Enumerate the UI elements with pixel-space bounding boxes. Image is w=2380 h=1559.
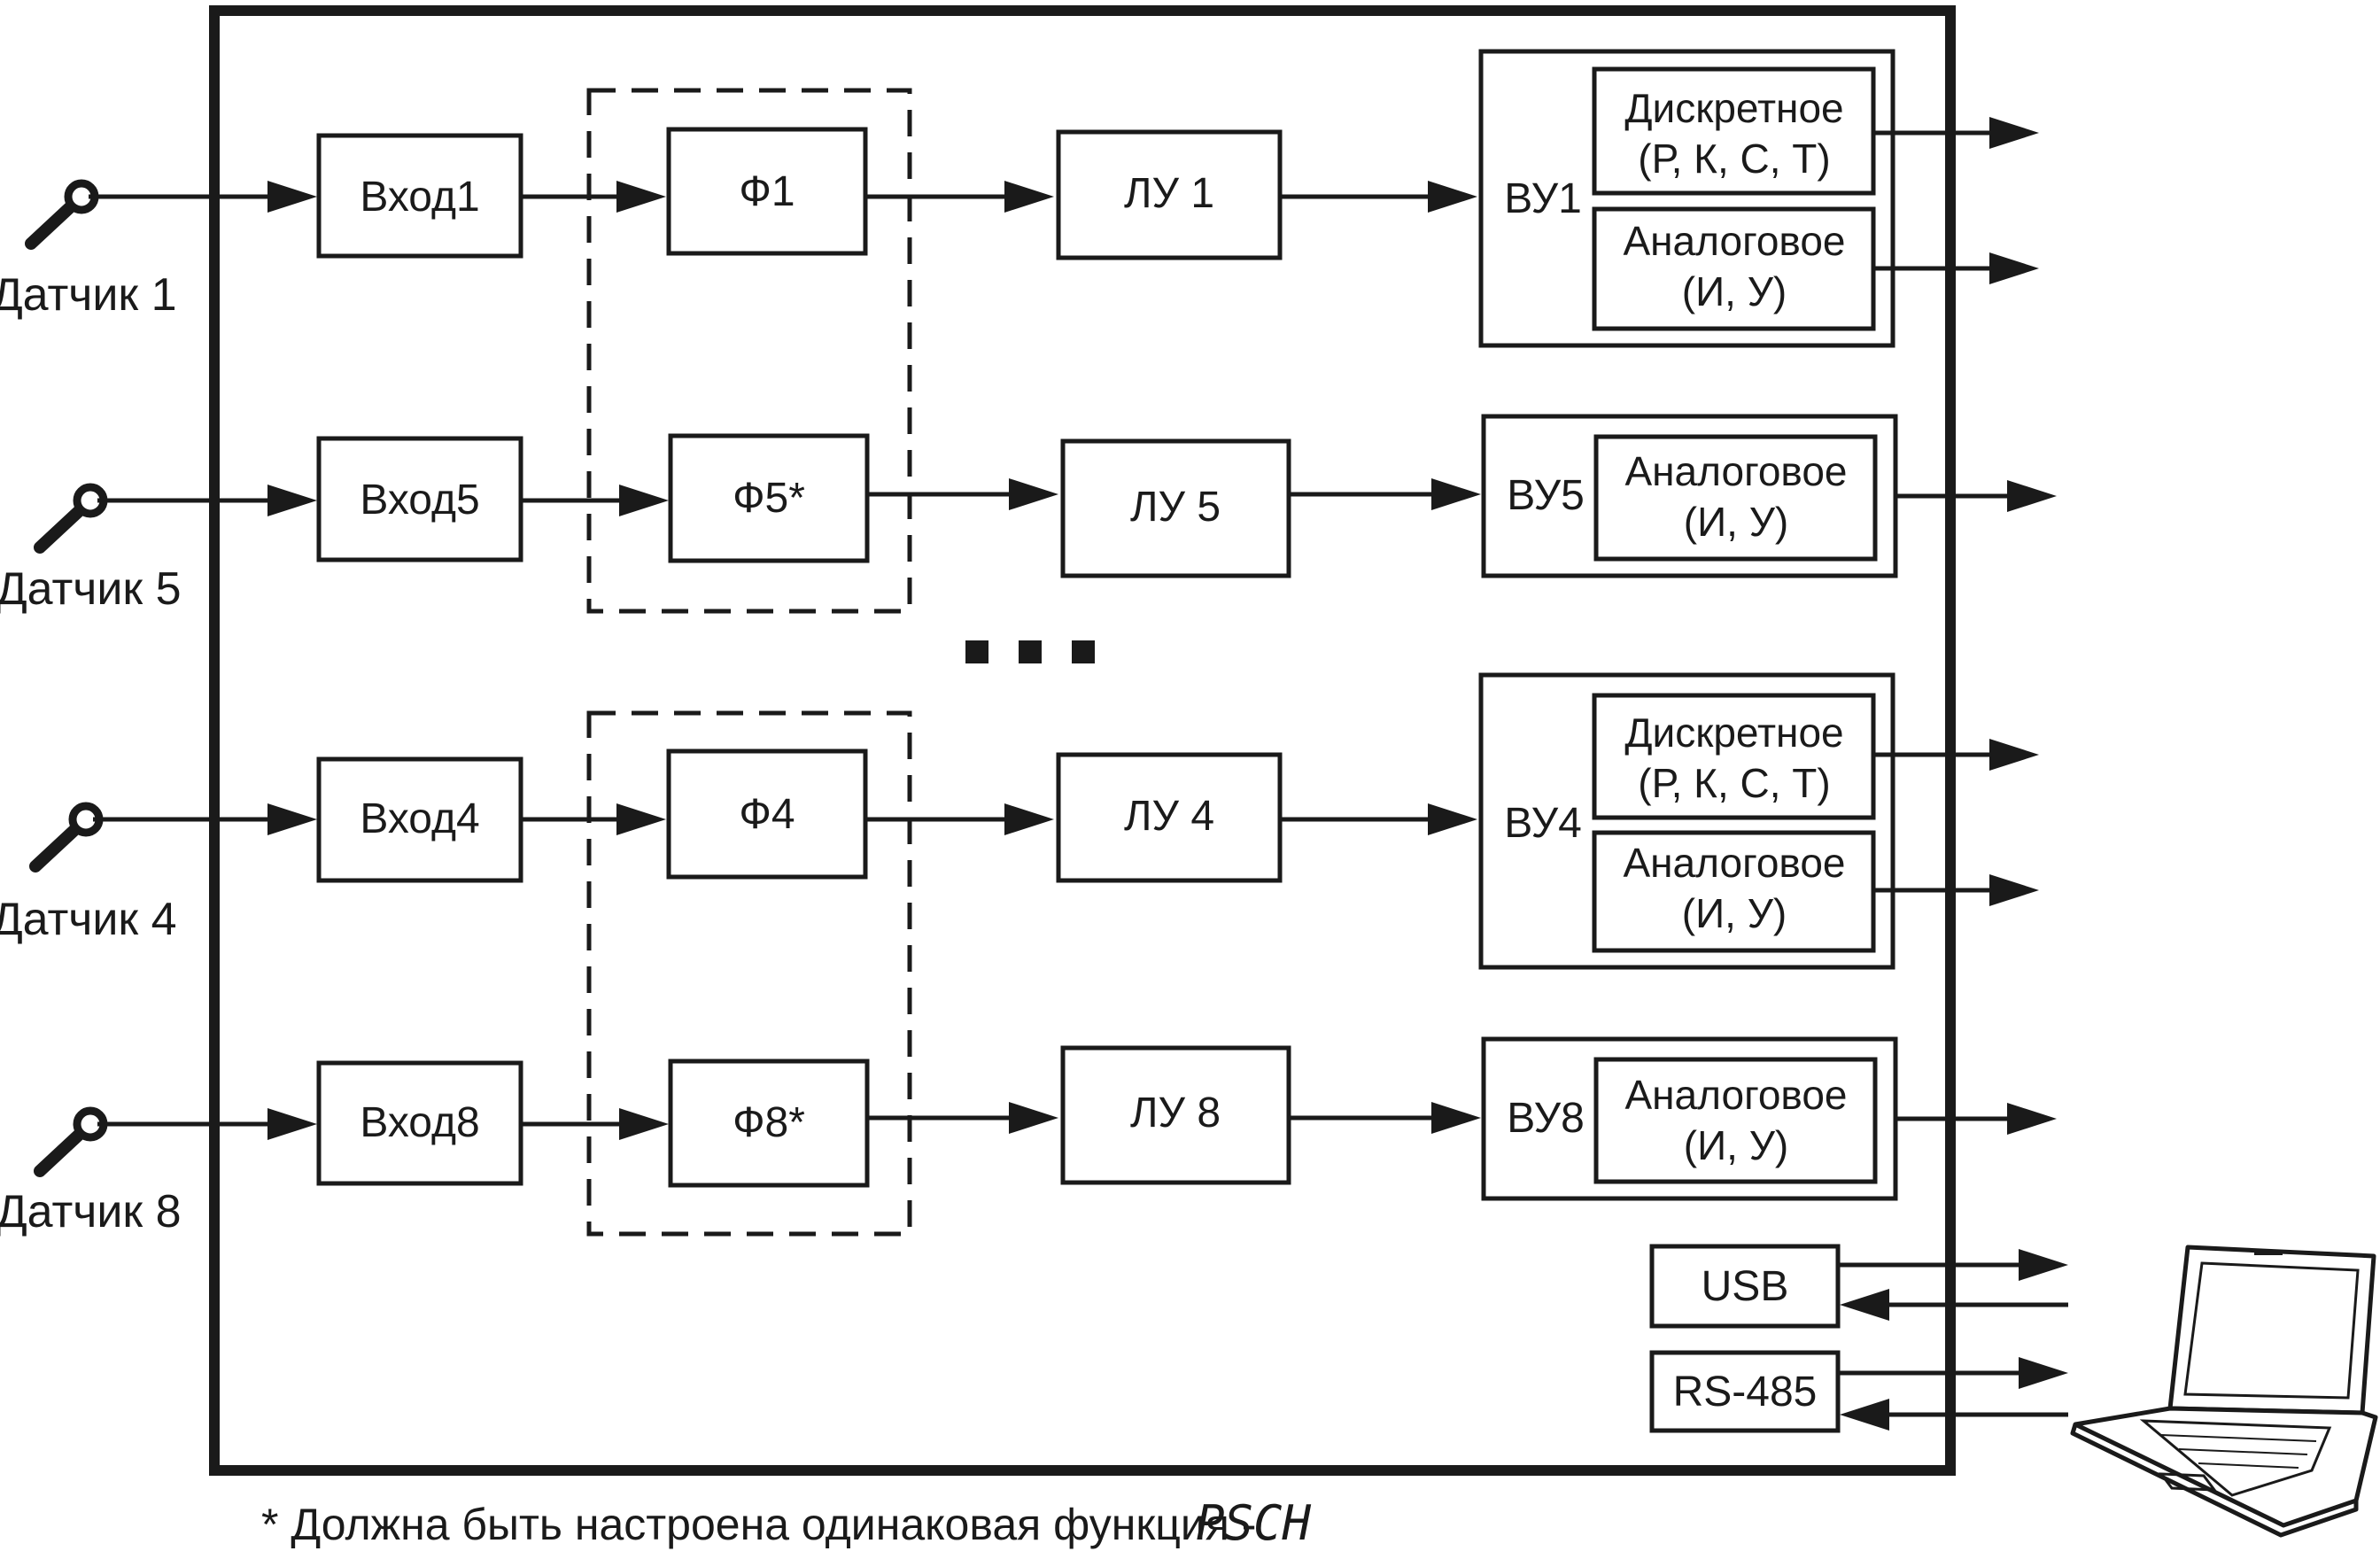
sensor-label: Датчик 5	[0, 563, 182, 615]
rs485-label: RS-485	[1673, 1369, 1818, 1416]
filter-label: Ф5*	[733, 475, 805, 522]
logic-label: ЛУ 1	[1124, 170, 1214, 217]
usb-interface: USB	[1649, 1244, 2068, 1329]
rs485-interface: RS-485	[1649, 1350, 2068, 1433]
filter-block	[668, 433, 870, 563]
input-label: Вход4	[360, 795, 479, 842]
input-block	[316, 756, 523, 883]
output-device-label: ВУ1	[1504, 175, 1582, 222]
input-label: Вход5	[360, 477, 479, 524]
output-device-label: ВУ8	[1507, 1095, 1585, 1142]
filter-block	[668, 1059, 870, 1188]
channel-row-1: Датчик 1 Вход1 Ф1 ЛУ 1 ВУ1 Дискретное (Р…	[0, 49, 2039, 348]
logic-block	[1056, 752, 1283, 883]
rs485-block	[1649, 1350, 1841, 1433]
input-label: Вход8	[360, 1099, 479, 1146]
logic-block	[1056, 129, 1283, 260]
usb-label: USB	[1702, 1263, 1789, 1310]
input-block	[316, 1060, 523, 1186]
ellipsis-more-channels	[965, 640, 1095, 663]
analog-output-block	[1593, 1057, 1878, 1184]
input-block	[316, 133, 523, 259]
analog-output-types: (И, У)	[1682, 890, 1787, 936]
channel-row-8: Датчик 8 Вход8 Ф8* ЛУ 8 ВУ8 Аналоговое (…	[0, 1036, 2057, 1237]
logic-block	[1060, 1045, 1291, 1185]
channel-row-5: Датчик 5 Вход5 Ф5* ЛУ 5 ВУ5 Аналоговое (…	[0, 414, 2057, 615]
analog-output-title: Аналоговое	[1624, 448, 1847, 494]
filter-label: Ф1	[739, 168, 795, 215]
sensor-label: Датчик 1	[0, 269, 177, 321]
footnote: * Должна быть настроена одинаковая функц…	[261, 1500, 1256, 1549]
analog-output-block	[1592, 830, 1876, 953]
filter-group-top	[586, 88, 912, 614]
filter-block	[666, 748, 868, 880]
analog-output-block	[1593, 434, 1878, 562]
analog-output-types: (И, У)	[1684, 1122, 1788, 1168]
filter-block	[666, 127, 868, 256]
sensor-label: Датчик 8	[0, 1186, 182, 1237]
discrete-output-types: (Р, К, С, Т)	[1638, 136, 1830, 182]
sensor-probe-icon	[29, 802, 104, 873]
usb-block	[1649, 1244, 1841, 1329]
analog-output-title: Аналоговое	[1623, 218, 1845, 264]
analog-output-types: (И, У)	[1682, 268, 1787, 314]
sensor-probe-icon	[25, 179, 99, 250]
analog-output-title: Аналоговое	[1624, 1072, 1847, 1118]
filter-label: Ф8*	[733, 1099, 805, 1146]
output-device-label: ВУ4	[1504, 800, 1582, 847]
sensor-probe-icon	[34, 1106, 108, 1177]
discrete-output-block	[1592, 693, 1876, 820]
logic-block	[1060, 438, 1291, 578]
sensor-probe-icon	[34, 483, 108, 554]
analog-output-types: (И, У)	[1684, 499, 1788, 545]
discrete-output-types: (Р, К, С, Т)	[1638, 760, 1830, 806]
analog-output-title: Аналоговое	[1623, 840, 1845, 886]
footnote-function-code: PSCH	[1196, 1495, 1312, 1551]
input-label: Вход1	[360, 174, 479, 221]
laptop-icon	[2070, 1245, 2378, 1538]
analog-output-block	[1592, 206, 1876, 331]
channel-row-4: Датчик 4 Вход4 Ф4 ЛУ 4 ВУ4 Дискретное (Р…	[0, 672, 2039, 970]
input-block	[316, 436, 523, 562]
sensor-label: Датчик 4	[0, 894, 177, 945]
logic-label: ЛУ 5	[1130, 484, 1221, 531]
logic-label: ЛУ 4	[1124, 793, 1214, 840]
filter-label: Ф4	[739, 791, 795, 838]
discrete-output-title: Дискретное	[1624, 85, 1843, 131]
output-device-label: ВУ5	[1507, 472, 1585, 519]
discrete-output-title: Дискретное	[1624, 710, 1843, 756]
discrete-output-block	[1592, 66, 1876, 196]
logic-label: ЛУ 8	[1130, 1090, 1221, 1136]
device-enclosure	[209, 5, 1956, 1476]
filter-group-bottom	[586, 710, 912, 1237]
